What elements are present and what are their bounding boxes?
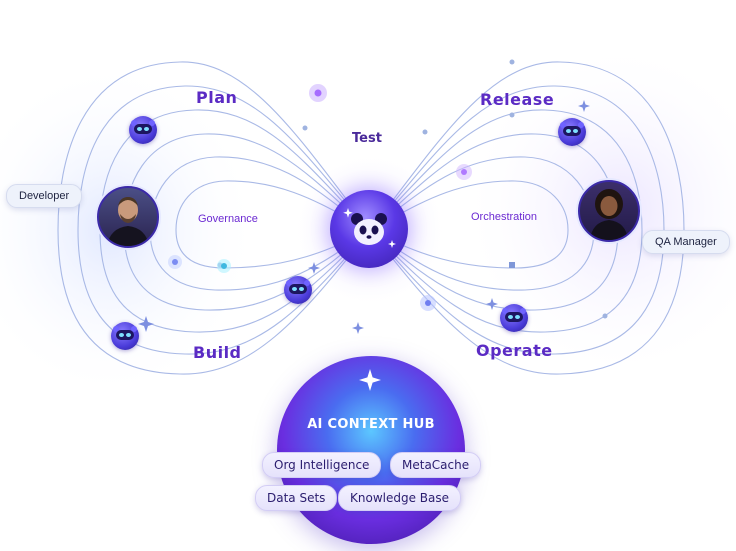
- chip-org-intelligence[interactable]: Org Intelligence: [262, 452, 381, 478]
- stage-release: Release: [480, 90, 554, 109]
- center-orb: [330, 190, 408, 268]
- qa-manager-avatar: [578, 180, 640, 242]
- sparkle-icon: [352, 322, 364, 334]
- loop-label-governance: Governance: [198, 213, 258, 225]
- panda-icon: [330, 190, 408, 268]
- loop-node: [423, 130, 428, 135]
- chip-data-sets[interactable]: Data Sets: [255, 485, 337, 511]
- robot-agent-icon: [111, 322, 139, 350]
- loop-node-square: [509, 262, 515, 268]
- glow-dot: [425, 300, 431, 306]
- sparkle-icon: [358, 368, 382, 392]
- chip-knowledge-base[interactable]: Knowledge Base: [338, 485, 461, 511]
- sparkle-icon: [578, 100, 590, 112]
- chip-metacache[interactable]: MetaCache: [390, 452, 481, 478]
- robot-agent-icon: [129, 116, 157, 144]
- stage-operate: Operate: [476, 341, 553, 360]
- loop-node: [510, 113, 515, 118]
- hub-title: AI CONTEXT HUB: [300, 417, 442, 432]
- sparkle-icon: [486, 298, 498, 310]
- qa-manager-role-pill: QA Manager: [642, 230, 730, 254]
- loop-label-orchestration: Orchestration: [471, 211, 537, 223]
- developer-avatar: [97, 186, 159, 248]
- stage-test: Test: [352, 131, 382, 146]
- loop-node: [303, 126, 308, 131]
- glow-dot: [315, 90, 322, 97]
- glow-dot: [221, 263, 227, 269]
- glow-dot: [172, 259, 178, 265]
- person-photo: [99, 188, 157, 246]
- stage-plan: Plan: [196, 88, 237, 107]
- robot-agent-icon: [284, 276, 312, 304]
- developer-role-pill: Developer: [6, 184, 82, 208]
- glow-dot: [461, 169, 467, 175]
- person-photo: [580, 182, 638, 240]
- robot-agent-icon: [500, 304, 528, 332]
- loop-node: [510, 60, 515, 65]
- stage-build: Build: [193, 343, 242, 362]
- loop-node: [603, 314, 608, 319]
- robot-agent-icon: [558, 118, 586, 146]
